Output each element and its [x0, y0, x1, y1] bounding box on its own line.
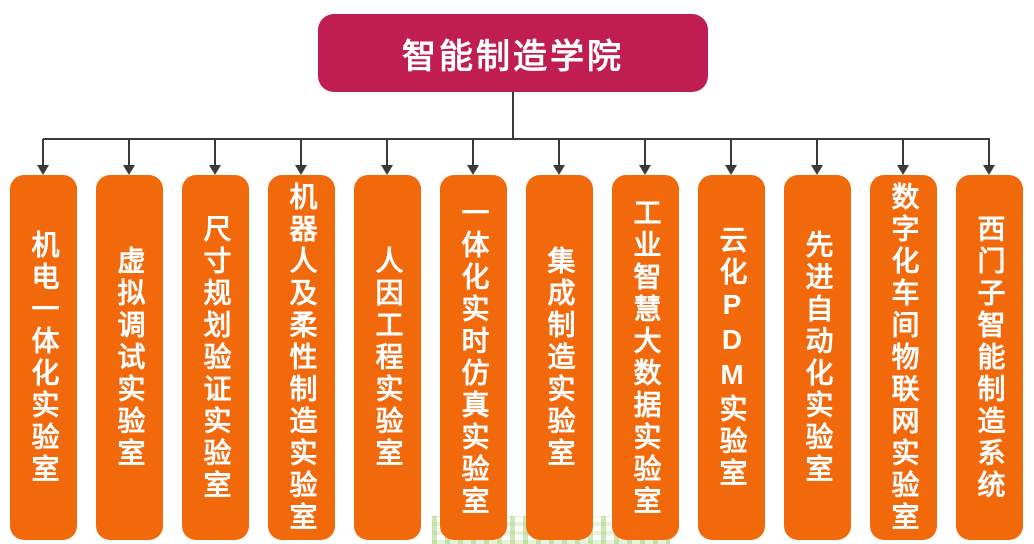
arrow-down-icon — [639, 165, 651, 175]
connector-line — [644, 139, 646, 166]
arrow-down-icon — [983, 165, 995, 175]
org-node: 尺寸规划验证实验室 — [182, 175, 249, 540]
root-node-label: 智能制造学院 — [402, 37, 624, 76]
connector-line — [472, 139, 474, 166]
connector-line — [42, 139, 44, 166]
branch-column: 机器人及柔性制造实验室 — [268, 139, 335, 540]
arrow-down-icon — [725, 165, 737, 175]
org-node: 机器人及柔性制造实验室 — [268, 175, 335, 540]
arrow-down-icon — [381, 165, 393, 175]
org-node-label: 集成制造实验室 — [544, 245, 576, 470]
arrow-down-icon — [811, 165, 823, 175]
arrow-down-icon — [897, 165, 909, 175]
branch-column: 尺寸规划验证实验室 — [182, 139, 249, 540]
arrow-down-icon — [209, 165, 221, 175]
branch-column: 工业智慧大数据实验室 — [612, 139, 679, 540]
arrow-down-icon — [295, 165, 307, 175]
arrow-down-icon — [37, 165, 49, 175]
connector-line — [128, 139, 130, 166]
branch-column: 机电一体化实验室 — [10, 139, 77, 540]
connector-line — [730, 139, 732, 166]
org-node-label: 西门子智能制造系统 — [974, 213, 1006, 502]
org-node: 集成制造实验室 — [526, 175, 593, 540]
org-node: 人因工程实验室 — [354, 175, 421, 540]
arrow-down-icon — [467, 165, 479, 175]
org-node-label: 机电一体化实验室 — [28, 229, 60, 486]
connector-line — [816, 139, 818, 166]
connector-line — [386, 139, 388, 166]
org-node-label: 数字化车间物联网实验室 — [888, 181, 920, 534]
branch-column: 集成制造实验室 — [526, 139, 593, 540]
org-node: 机电一体化实验室 — [10, 175, 77, 540]
org-node-label: 云化PDM实验室 — [716, 225, 748, 490]
connector-line — [988, 139, 990, 166]
branch-column: 先进自动化实验室 — [784, 139, 851, 540]
branch-column: 虚拟调试实验室 — [96, 139, 163, 540]
org-node-label: 机器人及柔性制造实验室 — [286, 181, 318, 534]
root-stem-line — [512, 92, 514, 139]
branch-column: 一体化实时仿真实验室 — [440, 139, 507, 540]
arrow-down-icon — [123, 165, 135, 175]
connector-line — [300, 139, 302, 166]
org-node: 一体化实时仿真实验室 — [440, 175, 507, 540]
org-node-label: 先进自动化实验室 — [802, 229, 834, 486]
org-node: 云化PDM实验室 — [698, 175, 765, 540]
branch-column: 云化PDM实验室 — [698, 139, 765, 540]
org-node-label: 人因工程实验室 — [372, 245, 404, 470]
org-node: 先进自动化实验室 — [784, 175, 851, 540]
connector-line — [558, 139, 560, 166]
org-node-label: 一体化实时仿真实验室 — [458, 197, 490, 518]
branch-column: 人因工程实验室 — [354, 139, 421, 540]
root-node: 智能制造学院 — [318, 14, 708, 92]
org-node-label: 工业智慧大数据实验室 — [630, 197, 662, 518]
branch-column: 数字化车间物联网实验室 — [870, 139, 937, 540]
org-node: 西门子智能制造系统 — [956, 175, 1023, 540]
branch-column: 西门子智能制造系统 — [956, 139, 1023, 540]
org-node-label: 尺寸规划验证实验室 — [200, 213, 232, 502]
org-node: 数字化车间物联网实验室 — [870, 175, 937, 540]
org-node: 虚拟调试实验室 — [96, 175, 163, 540]
connector-line — [214, 139, 216, 166]
connector-line — [902, 139, 904, 166]
horizontal-connector-line — [43, 138, 990, 140]
org-node: 工业智慧大数据实验室 — [612, 175, 679, 540]
org-node-label: 虚拟调试实验室 — [114, 245, 146, 470]
arrow-down-icon — [553, 165, 565, 175]
